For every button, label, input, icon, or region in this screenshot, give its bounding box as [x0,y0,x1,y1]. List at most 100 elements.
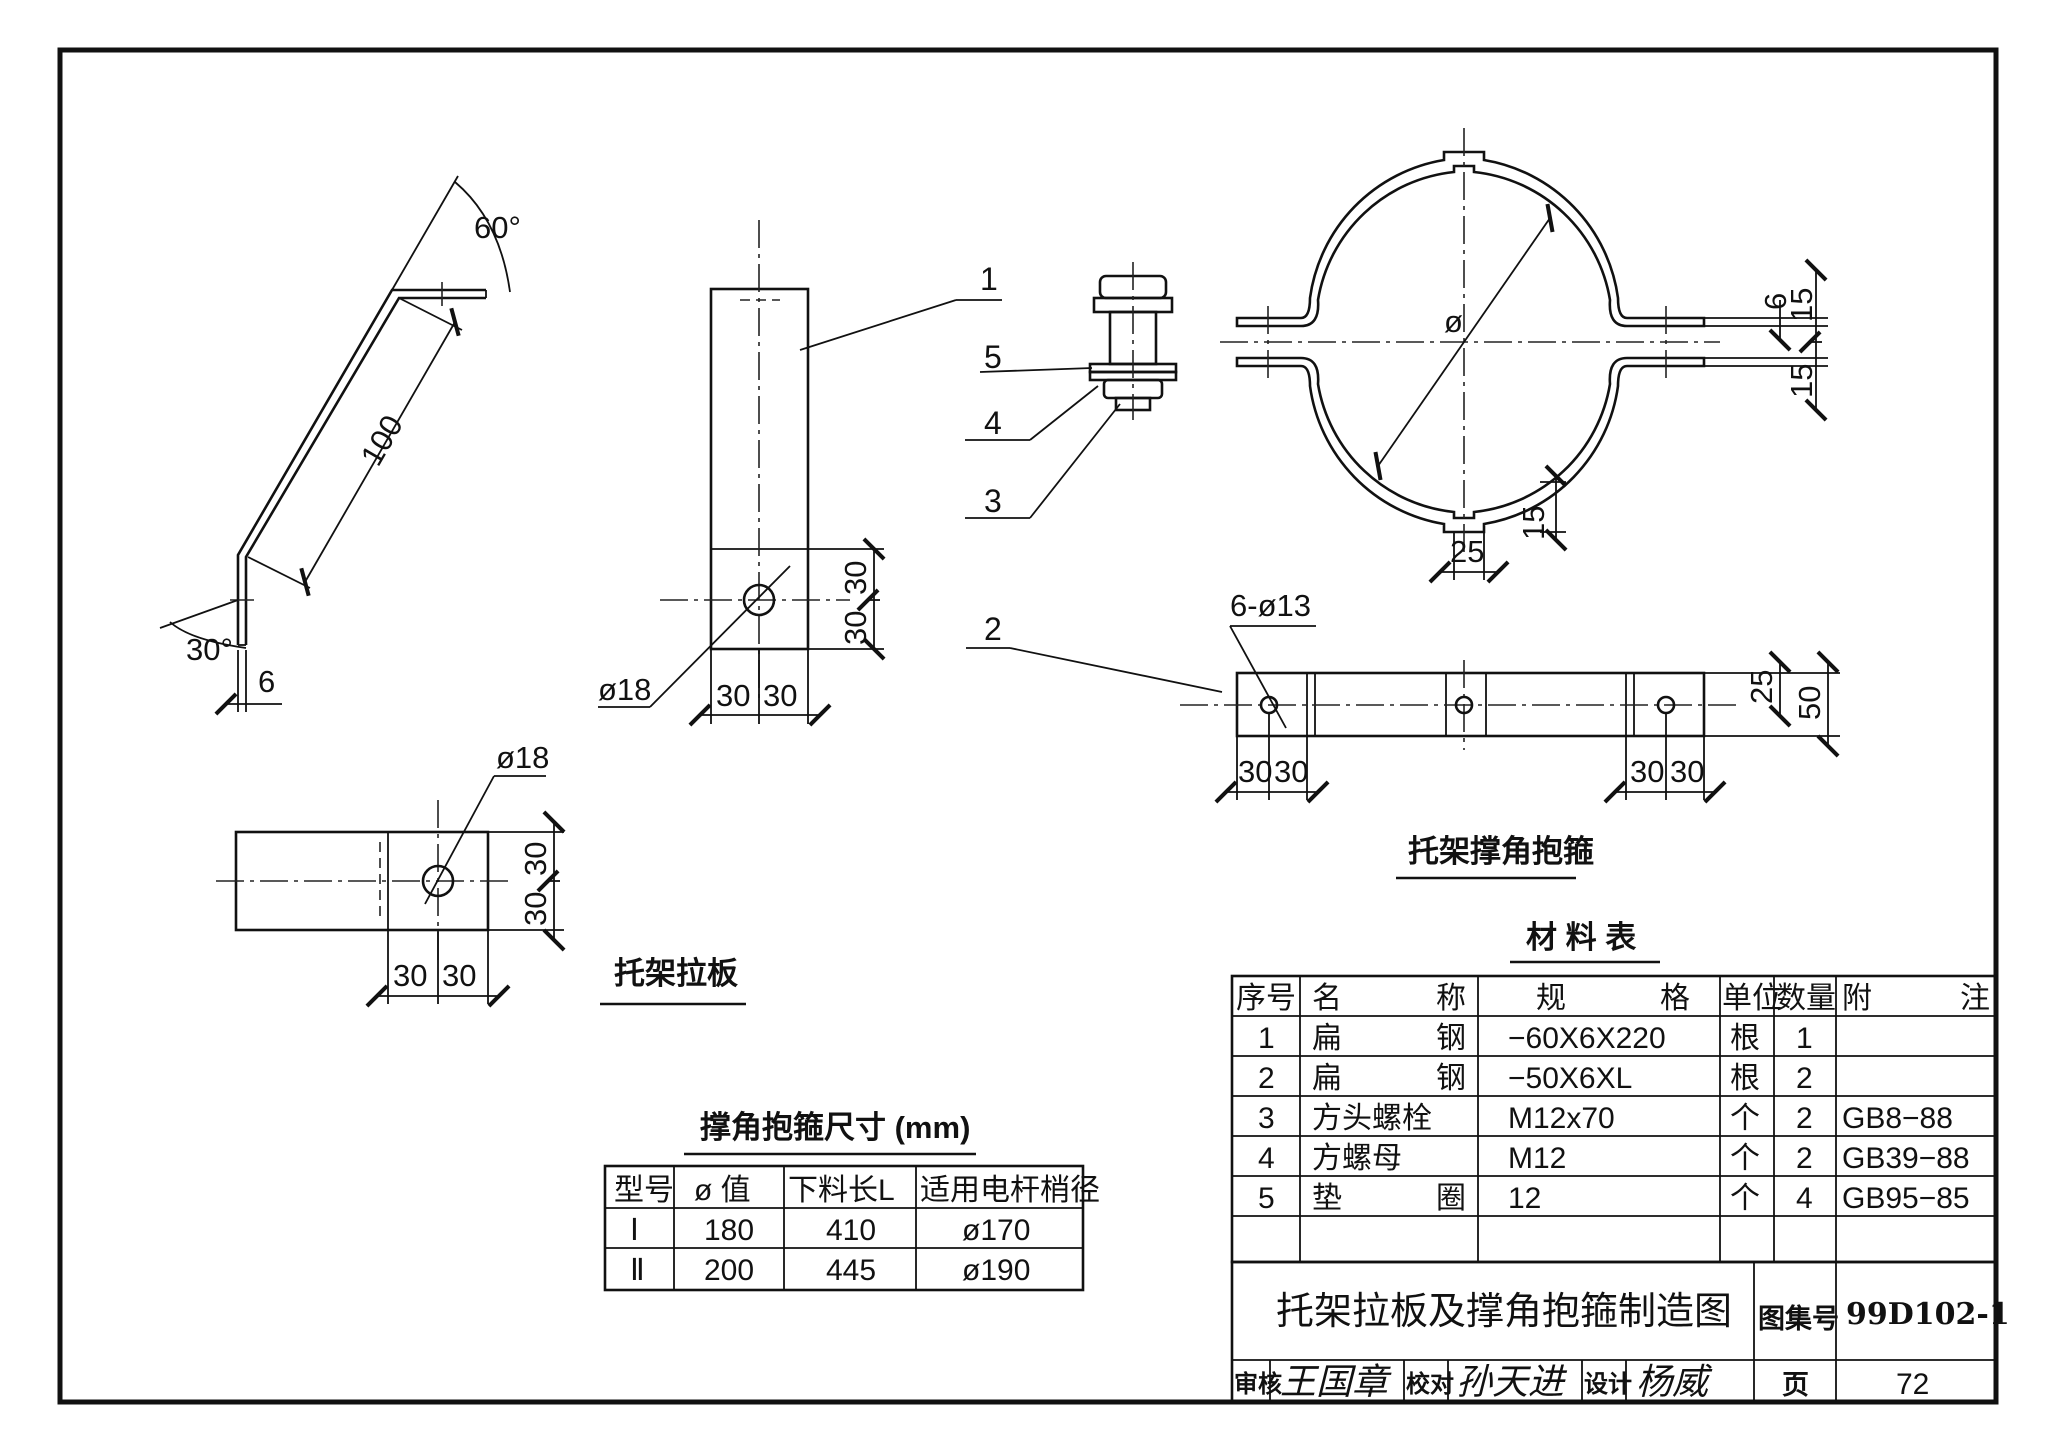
mat-header-no: 序号 [1236,982,1296,1015]
size-header-phi: ø 值 [694,1174,751,1207]
mat-row-2-spec: −50X6XL [1508,1062,1632,1095]
mat-row-3-name-a: 方头螺栓 [1312,1102,1432,1135]
mat-row-4-name-a: 方螺母 [1312,1142,1402,1175]
mat-row-3-note: GB8−88 [1842,1102,1953,1135]
dim-angle-30: 30° [186,632,233,667]
mat-row-5-spec: 12 [1508,1182,1541,1215]
size-row-1-phi: 180 [704,1214,754,1247]
dim-bottom-25: 25 [1450,534,1484,569]
mat-row-4-qty: 2 [1796,1142,1813,1175]
mat-row-4-unit: 个 [1730,1142,1760,1175]
size-row-2-pole: ø190 [962,1254,1030,1287]
size-row-1-length: 410 [826,1214,876,1247]
dim-strip-30-a: 30 [1238,754,1272,789]
dim-strip-30-b: 30 [1274,754,1308,789]
mat-row-3-spec: M12x70 [1508,1102,1615,1135]
title-block-grid [1230,1260,1998,1404]
material-table-title: 材 料 表 [1526,920,1636,955]
mat-row-1-name-a: 扁 [1312,1022,1342,1055]
size-header-pole: 适用电杆梢径 [920,1174,1100,1207]
mat-row-1-name-b: 钢 [1436,1022,1466,1055]
mat-header-name-b: 称 [1436,982,1466,1015]
mat-header-unit: 单位 [1722,982,1782,1015]
material-table-grid [1230,974,1998,1264]
mat-row-3-no: 3 [1258,1102,1275,1135]
dim-lug-15-bottom: 15 [1784,364,1819,398]
mat-row-5-note: GB95−85 [1842,1182,1970,1215]
mat-row-1-spec: −60X6X220 [1508,1022,1666,1055]
mat-row-4-spec: M12 [1508,1142,1566,1175]
mat-row-1-no: 1 [1258,1022,1275,1055]
review-signature: 王国章 [1280,1362,1392,1403]
dim-plan-h30-left: 30 [393,958,427,993]
dim-h30-left: 30 [716,678,750,713]
drawing-main-title: 托架拉板及撑角抱箍制造图 [1276,1291,1732,1333]
mat-row-4-note: GB39−88 [1842,1142,1970,1175]
mat-row-5-qty: 4 [1796,1182,1813,1215]
check-signature: 孙天进 [1456,1362,1568,1403]
review-label: 审核 [1234,1370,1282,1398]
dim-angle-60: 60° [474,210,521,245]
bolt-assembly [965,262,1178,519]
callout-1: 1 [980,261,998,297]
mat-row-2-qty: 2 [1796,1062,1813,1095]
mat-row-1-qty: 1 [1796,1022,1813,1055]
mat-header-name-a: 名 [1312,982,1342,1015]
bracket-plate-title: 托架拉板 [614,956,738,991]
callout-3: 3 [984,483,1002,519]
dim-h30-right: 30 [763,678,797,713]
bracket-plate-plan-view [216,775,566,1008]
flat-strip-view [966,625,1840,804]
dim-strip-50: 50 [1792,686,1827,720]
mat-header-spec-b: 格 [1660,982,1690,1015]
dim-plan-h30-right: 30 [442,958,476,993]
mat-row-5-name-b: 圈 [1436,1182,1466,1215]
dim-length-100: 100 [354,409,410,471]
dim-bottom-15: 15 [1516,506,1551,540]
design-signature: 杨威 [1636,1362,1713,1403]
dim-plan-d18: ø18 [496,740,549,775]
size-row-1-pole: ø170 [962,1214,1030,1247]
callout-5: 5 [984,339,1002,375]
size-row-1-type: Ⅰ [630,1214,639,1247]
sheet-frame [57,47,1999,1405]
atlas-number: 99D102-1 [1846,1297,2010,1332]
dim-hoop-diameter: ø [1444,304,1463,339]
callout-4: 4 [984,405,1002,441]
mat-row-2-name-a: 扁 [1312,1062,1342,1095]
mat-header-note-a: 附 [1842,982,1872,1015]
mat-row-2-name-b: 钢 [1436,1062,1466,1095]
atlas-number-label: 图集号 [1758,1303,1839,1334]
mat-header-spec-a: 规 [1536,982,1566,1015]
mat-row-1-unit: 根 [1730,1022,1760,1055]
size-row-2-length: 445 [826,1254,876,1287]
dim-holes-6-d13: 6-ø13 [1230,588,1311,623]
size-header-length: 下料长L [788,1174,895,1207]
dim-gap-6: 6 [1758,293,1793,310]
size-table-title: 撑角抱箍尺寸 (mm) [700,1110,970,1145]
mat-row-3-qty: 2 [1796,1102,1813,1135]
mat-row-5-name-a: 垫 [1312,1182,1342,1215]
mat-row-2-no: 2 [1258,1062,1275,1095]
dim-plan-v30-lower: 30 [518,892,553,926]
hoop-clamp-view [1220,128,1828,584]
mat-header-note-b: 注 [1960,982,1990,1015]
mat-row-4-no: 4 [1258,1142,1275,1175]
dim-strip-30-d: 30 [1670,754,1704,789]
dim-strip-30-c: 30 [1630,754,1664,789]
dim-thickness-6: 6 [258,664,275,699]
design-label: 设计 [1584,1371,1632,1398]
dim-plan-v30-upper: 30 [518,842,553,876]
dim-hole-d18: ø18 [598,672,651,707]
size-header-type: 型号 [614,1174,674,1207]
mat-row-2-unit: 根 [1730,1062,1760,1095]
size-row-2-type: Ⅱ [630,1254,645,1287]
dim-lug-15-top: 15 [1784,288,1819,322]
size-table-grid [603,1164,1085,1292]
callout-2: 2 [984,611,1002,647]
dim-strip-25: 25 [1744,670,1779,704]
dim-v30-lower: 30 [838,611,873,645]
dim-v30-upper: 30 [838,561,873,595]
mat-row-3-unit: 个 [1730,1102,1760,1135]
